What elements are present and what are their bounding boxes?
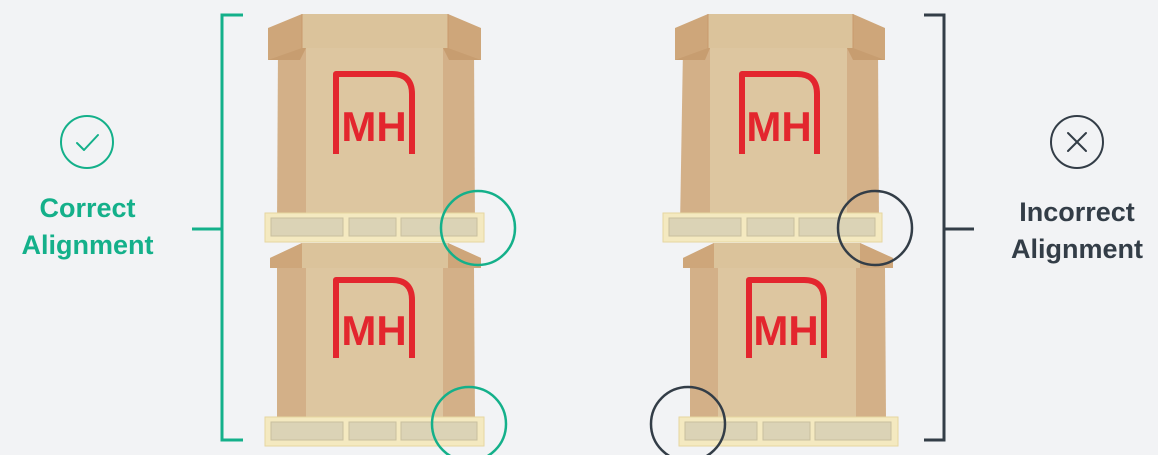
incorrect-bracket — [924, 13, 974, 442]
logo-lower-correct: MH — [333, 277, 415, 358]
highlight-circle-lower-correct — [430, 385, 508, 455]
correct-alignment-label: Correct Alignment — [0, 190, 175, 264]
logo-text: MH — [341, 103, 406, 150]
check-circle-icon — [60, 115, 114, 169]
x-circle-icon — [1050, 115, 1104, 169]
pallet-lower-incorrect — [678, 416, 899, 447]
highlight-circle-lower-incorrect — [649, 385, 727, 455]
pallet-upper-correct — [264, 212, 485, 243]
logo-lower-incorrect: MH — [746, 277, 827, 358]
logo-upper-correct: MH — [333, 71, 415, 154]
incorrect-label-line1: Incorrect — [1019, 197, 1135, 227]
logo-text: MH — [746, 103, 811, 150]
box-lower-incorrect — [683, 243, 893, 420]
correct-bracket — [192, 13, 243, 442]
incorrect-label-line2: Alignment — [1011, 234, 1143, 264]
pallet-lower-correct — [264, 416, 485, 447]
pallet-upper-incorrect — [662, 212, 883, 243]
logo-text: MH — [341, 307, 406, 354]
box-upper-correct — [268, 14, 481, 226]
highlight-circle-upper-incorrect — [836, 189, 914, 267]
correct-label-line2: Alignment — [21, 230, 154, 260]
highlight-circle-upper-correct — [439, 189, 517, 267]
correct-label-line1: Correct — [39, 193, 136, 223]
logo-upper-incorrect: MH — [739, 71, 820, 154]
box-upper-incorrect — [675, 14, 885, 226]
logo-text: MH — [753, 307, 818, 354]
box-lower-correct — [270, 243, 481, 420]
incorrect-alignment-label: Incorrect Alignment — [996, 194, 1158, 268]
